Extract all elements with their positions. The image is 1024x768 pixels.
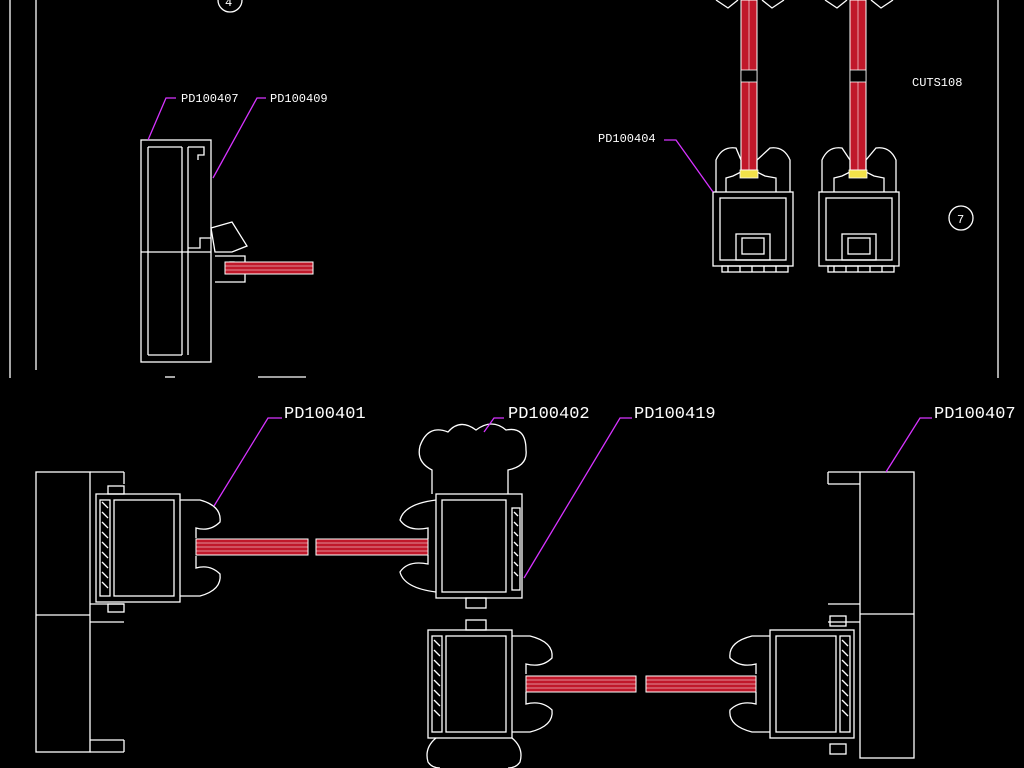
label-center-mullion: PD100402 [508, 405, 590, 424]
leader-frame-profile-top [147, 97, 176, 141]
leader-bead-profile-top [212, 97, 266, 179]
leader-left-sash [213, 417, 282, 507]
glass-pane-bottom-left [195, 538, 429, 556]
right-sash-section [729, 615, 855, 755]
frame-section-top-left [140, 139, 248, 363]
label-sash-profile-top: PD100404 [598, 132, 656, 146]
marker-7-text: 7 [957, 213, 964, 227]
marker-circle-top-left: 4 [217, 0, 243, 13]
label-frame-profile-top: PD100407 [181, 92, 239, 106]
top-detail-panel: 4 [9, 0, 999, 378]
label-center-bead: PD100419 [634, 405, 716, 424]
left-sash-section [95, 485, 221, 613]
leader-sash-profile-top [664, 139, 714, 193]
marker-top-left-text: 4 [225, 0, 232, 10]
label-cut-ref: CUTS108 [912, 76, 962, 90]
label-bead-profile-top: PD100409 [270, 92, 328, 106]
center-mullion-section [399, 423, 527, 609]
marker-circle-7 [948, 205, 974, 231]
bottom-detail-panel [35, 423, 915, 768]
glass-pane-bottom-right [525, 675, 757, 693]
sash-section-a [712, 0, 794, 273]
right-outer-frame [827, 471, 915, 759]
top-leader-lines [147, 97, 714, 193]
label-left-sash: PD100401 [284, 405, 366, 424]
glass-pane-top-left [224, 261, 314, 275]
lower-center-sash [426, 619, 553, 768]
sash-section-b [818, 0, 900, 273]
label-right-frame: PD100407 [934, 405, 1016, 424]
leader-right-frame [885, 417, 932, 473]
bottom-leader-lines [213, 417, 932, 579]
leader-center-bead [523, 417, 632, 579]
leader-center-mullion [483, 417, 504, 433]
